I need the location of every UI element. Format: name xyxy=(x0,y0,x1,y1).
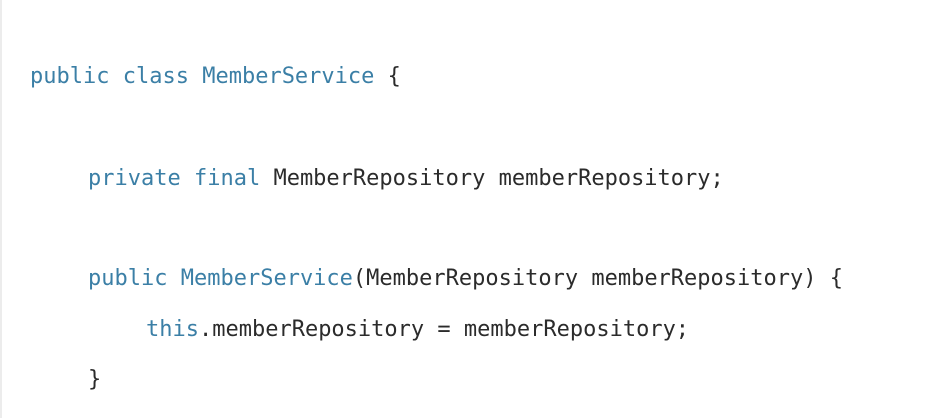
field-declaration: MemberRepository memberRepository; xyxy=(260,166,724,191)
keyword-class: class xyxy=(122,64,189,89)
code-line-field-declaration: private final MemberRepository memberRep… xyxy=(88,165,724,193)
keyword-this: this xyxy=(146,317,199,342)
open-brace: { xyxy=(374,64,401,89)
keyword-public: public xyxy=(30,64,110,89)
keyword-final: final xyxy=(193,166,261,191)
class-name: MemberService xyxy=(202,64,375,89)
constructor-params: (MemberRepository memberRepository) { xyxy=(352,266,843,291)
constructor-name: MemberService xyxy=(180,266,353,291)
code-line-constructor-signature: public MemberService(MemberRepository me… xyxy=(88,265,843,293)
code-line-assignment: this.memberRepository = memberRepository… xyxy=(146,316,689,344)
close-brace: } xyxy=(88,367,102,392)
keyword-public: public xyxy=(88,266,168,291)
code-line-close-brace: } xyxy=(88,366,101,394)
keyword-private: private xyxy=(88,166,181,191)
code-line-class-declaration: public class MemberService { xyxy=(30,63,401,91)
assignment-statement: .memberRepository = memberRepository; xyxy=(198,317,690,342)
